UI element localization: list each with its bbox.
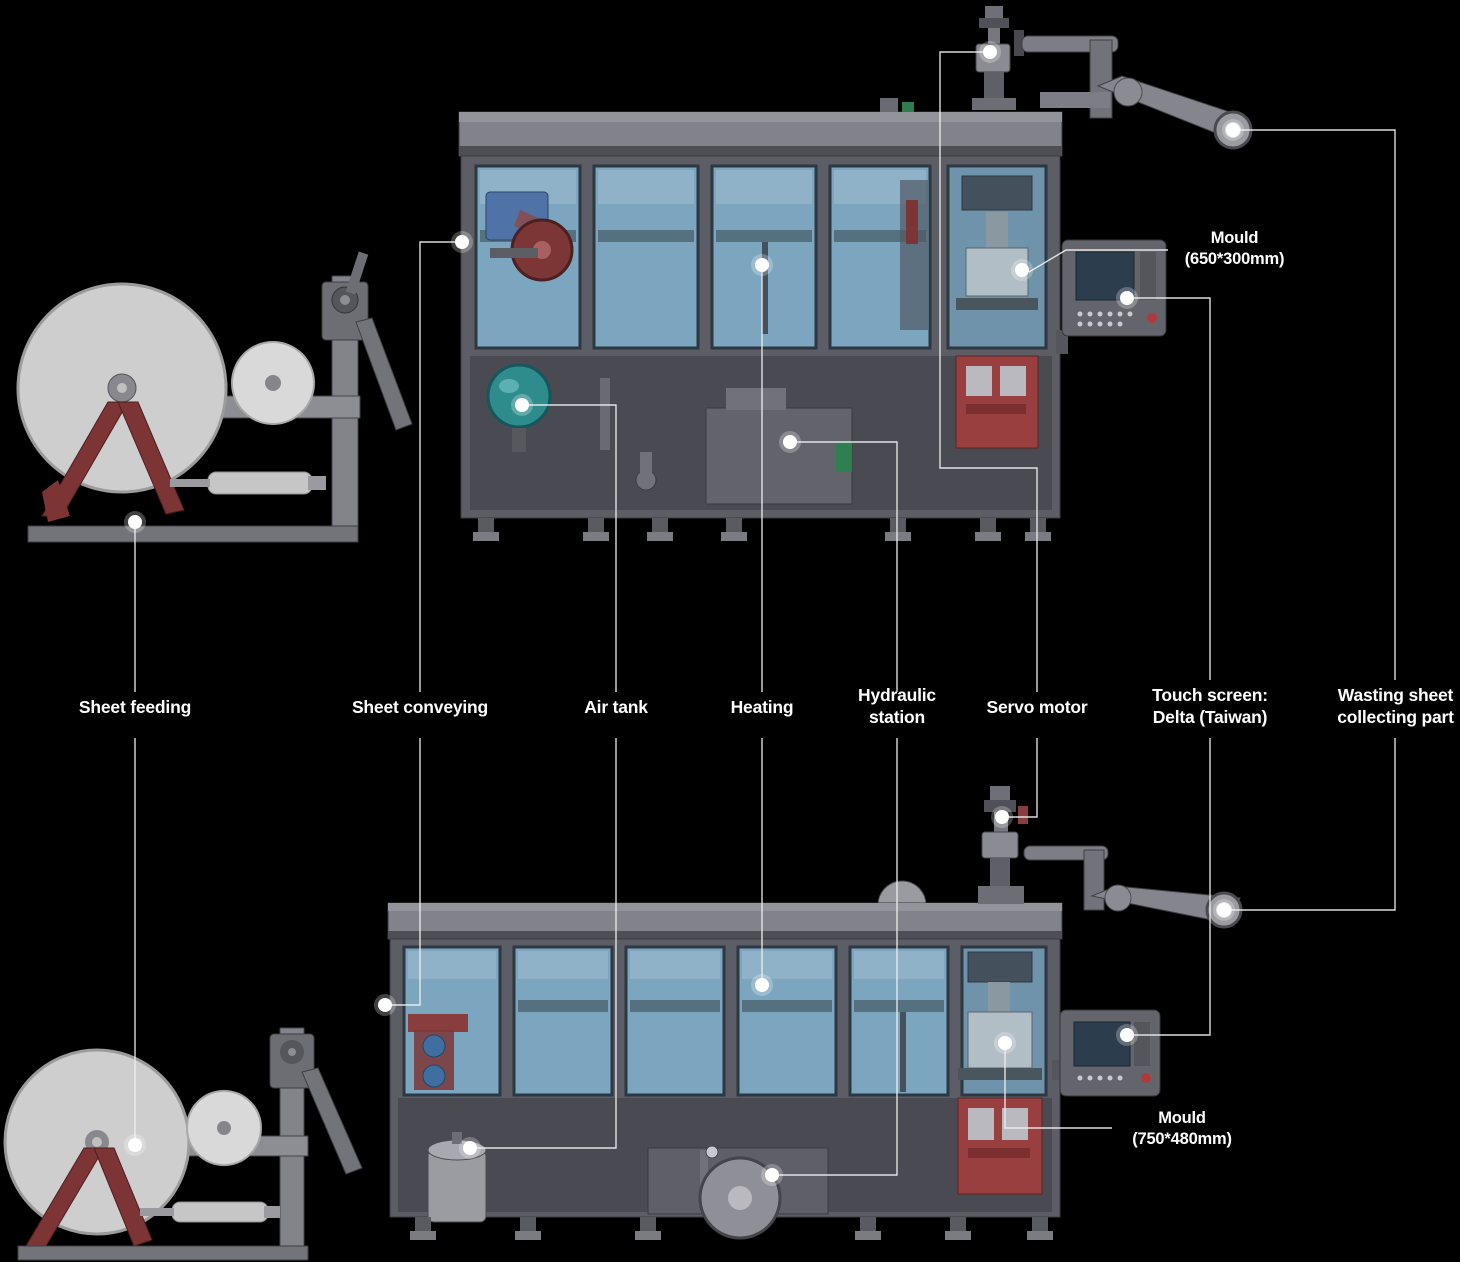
callout-air-tank-bottom xyxy=(477,738,617,1149)
marker-sheet-conveying-bottom xyxy=(378,998,392,1012)
top-hydraulic-station xyxy=(635,388,853,505)
marker-touch-screen-top xyxy=(1120,291,1134,305)
marker-mould-top xyxy=(1015,263,1029,277)
label-mould-bottom: Mould (750*480mm) xyxy=(1132,1109,1232,1148)
marker-wasting-bottom xyxy=(1217,903,1231,917)
label-sheet-feeding: Sheet feeding xyxy=(78,697,192,717)
callout-touch-screen-bottom xyxy=(1134,738,1211,1036)
callout-servo-bottom xyxy=(1009,738,1038,818)
callout-sheet-conveying-bottom xyxy=(392,738,421,1006)
top-touch-screen-panel xyxy=(1056,239,1167,354)
marker-hydraulic-bottom xyxy=(765,1168,779,1182)
callout-mould-top xyxy=(1028,249,1168,273)
callout-wasting-bottom xyxy=(1231,738,1396,911)
marker-sheet-feeding-bottom xyxy=(128,1138,142,1152)
bottom-conveying-drive xyxy=(408,1014,468,1090)
bottom-press-unit xyxy=(957,1097,1043,1195)
callout-markers xyxy=(124,41,1244,1186)
top-main-machine xyxy=(458,6,1253,541)
marker-servo-top xyxy=(983,45,997,59)
top-air-tank xyxy=(486,363,610,452)
bottom-servo-motor xyxy=(978,786,1028,904)
label-hydraulic-station: Hydraulic station xyxy=(858,685,936,728)
bottom-air-tank xyxy=(427,1132,487,1223)
marker-air-tank-bottom xyxy=(463,1141,477,1155)
marker-air-tank-top xyxy=(515,398,529,412)
callout-touch-screen-top xyxy=(1134,297,1211,680)
marker-servo-bottom xyxy=(995,810,1009,824)
callout-hydraulic-top xyxy=(797,441,898,692)
top-press-unit xyxy=(955,355,1039,449)
marker-hydraulic-top xyxy=(783,435,797,449)
label-heating: Heating xyxy=(730,697,794,717)
bottom-touch-screen-panel xyxy=(1052,1009,1161,1097)
bottom-forming-station xyxy=(958,951,1042,1080)
top-servo-motor xyxy=(972,6,1024,110)
marker-touch-screen-bottom xyxy=(1120,1028,1134,1042)
label-sheet-conveying: Sheet conveying xyxy=(351,697,489,717)
top-sheet-feeder xyxy=(16,251,413,543)
label-touch-screen: Touch screen: Delta (Taiwan) xyxy=(1152,685,1268,728)
marker-sheet-conveying-top xyxy=(455,235,469,249)
marker-heating-bottom xyxy=(755,978,769,992)
bottom-machine-feet xyxy=(410,1217,1053,1240)
top-conveying-drive xyxy=(485,191,574,282)
top-machine-feet xyxy=(473,518,1051,541)
marker-mould-bottom xyxy=(998,1036,1012,1050)
top-collecting-arm xyxy=(1021,35,1253,150)
label-servo-motor: Servo motor xyxy=(986,697,1088,717)
callout-air-tank-top xyxy=(529,404,617,692)
callout-wasting-top xyxy=(1240,129,1396,680)
label-air-tank: Air tank xyxy=(584,697,648,717)
callout-hydraulic-bottom xyxy=(779,738,898,1176)
marker-heating-top xyxy=(755,258,769,272)
callout-servo-top xyxy=(939,51,1038,692)
bottom-hydraulic-station xyxy=(647,1145,829,1240)
marker-sheet-feeding-top xyxy=(128,515,142,529)
callout-sheet-conveying-top xyxy=(419,241,455,692)
label-mould-top: Mould (650*300mm) xyxy=(1184,229,1285,268)
bottom-touch-screen xyxy=(1073,1021,1131,1067)
callout-mould-bottom xyxy=(1004,1050,1112,1129)
marker-wasting-top xyxy=(1226,123,1240,137)
bottom-sheet-feeder xyxy=(3,1027,363,1261)
label-wasting-sheet: Wasting sheet collecting part xyxy=(1337,685,1454,728)
callout-lines xyxy=(134,51,1396,1176)
bottom-main-machine xyxy=(387,786,1243,1240)
